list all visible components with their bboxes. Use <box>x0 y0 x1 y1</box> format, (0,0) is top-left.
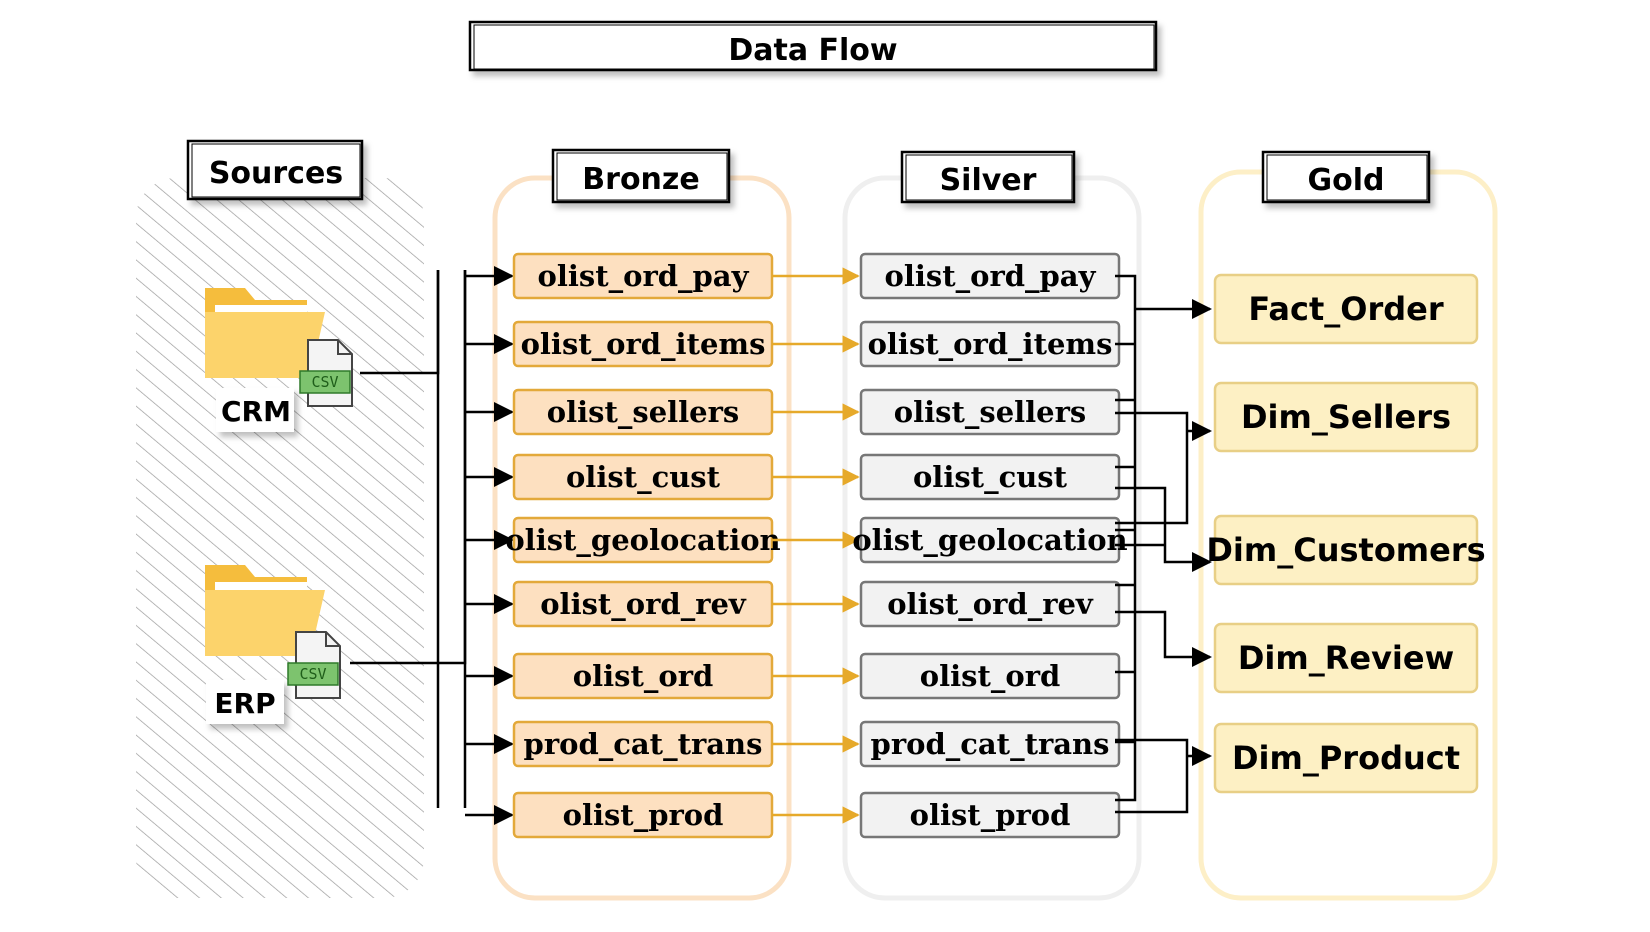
bronze-table-label: olist_ord <box>573 659 714 693</box>
sources-header-label: Sources <box>209 156 343 191</box>
gold-header-label: Gold <box>1308 163 1385 198</box>
gold-table-dim-review[interactable]: Dim_Review <box>1213 622 1479 694</box>
gold-table-label: Dim_Sellers <box>1241 398 1451 436</box>
bronze-header: Bronze <box>551 148 731 204</box>
page-title: Data Flow <box>728 33 897 68</box>
bronze-table-olist-ord-items[interactable]: olist_ord_items <box>512 320 774 368</box>
bronze-table-olist-ord-pay[interactable]: olist_ord_pay <box>512 252 774 300</box>
silver-table-prod-cat-trans[interactable]: prod_cat_trans <box>859 720 1121 768</box>
bronze-table-label: olist_ord_rev <box>540 587 747 621</box>
source-connectors <box>350 266 514 825</box>
silver-header: Silver <box>900 150 1076 204</box>
gold-table-label: Fact_Order <box>1248 290 1443 328</box>
silver-table-olist-geolocation[interactable]: olist_geolocation <box>852 516 1128 564</box>
silver-table-olist-ord[interactable]: olist_ord <box>859 652 1121 700</box>
bronze-table-label: prod_cat_trans <box>524 727 763 761</box>
bronze-table-label: olist_prod <box>563 798 724 832</box>
bronze-table-olist-prod[interactable]: olist_prod <box>512 791 774 839</box>
sources-panel <box>136 178 424 898</box>
silver-table-label: olist_ord_pay <box>885 259 1097 293</box>
bronze-table-olist-ord[interactable]: olist_ord <box>512 652 774 700</box>
folder-icon <box>205 565 325 656</box>
bronze-table-label: olist_geolocation <box>505 523 780 557</box>
silver-table-label: olist_prod <box>910 798 1071 832</box>
bronze-table-label: olist_sellers <box>547 395 739 429</box>
gold-table-fact-order[interactable]: Fact_Order <box>1213 273 1479 345</box>
csv-file-icon: CSV <box>287 631 341 699</box>
gold-header: Gold <box>1261 150 1431 204</box>
csv-badge: CSV <box>311 373 338 391</box>
source-crm: CSV CRM <box>205 288 353 432</box>
silver-table-label: olist_geolocation <box>852 523 1127 557</box>
bronze-to-silver-arrows <box>772 267 860 824</box>
bronze-table-olist-ord-rev[interactable]: olist_ord_rev <box>512 580 774 628</box>
gold-table-dim-sellers[interactable]: Dim_Sellers <box>1213 381 1479 453</box>
silver-table-label: olist_ord_rev <box>887 587 1094 621</box>
bronze-table-prod-cat-trans[interactable]: prod_cat_trans <box>512 720 774 768</box>
silver-table-label: olist_ord <box>920 659 1061 693</box>
silver-table-label: olist_cust <box>913 460 1068 494</box>
silver-header-label: Silver <box>940 163 1037 198</box>
bronze-table-label: olist_ord_pay <box>538 259 750 293</box>
bronze-table-label: olist_ord_items <box>521 327 766 361</box>
silver-tables: olist_ord_pay olist_ord_items olist_seller… <box>852 252 1128 839</box>
silver-table-olist-prod[interactable]: olist_prod <box>859 791 1121 839</box>
bronze-header-label: Bronze <box>582 162 699 197</box>
bronze-tables: olist_ord_pay olist_ord_items olist_seller… <box>505 252 781 839</box>
silver-table-olist-ord-rev[interactable]: olist_ord_rev <box>859 580 1121 628</box>
silver-table-olist-ord-pay[interactable]: olist_ord_pay <box>859 252 1121 300</box>
gold-table-label: Dim_Customers <box>1206 531 1485 569</box>
source-erp: CSV ERP <box>205 565 341 724</box>
source-label-crm: CRM <box>221 395 291 428</box>
gold-tables: Fact_OrderDim_SellersDim_CustomersDim_Re… <box>1206 273 1486 794</box>
silver-table-label: olist_ord_items <box>868 327 1113 361</box>
source-label-erp: ERP <box>214 687 275 720</box>
csv-badge: CSV <box>299 665 326 683</box>
silver-to-gold-connectors <box>1115 274 1212 814</box>
silver-table-label: prod_cat_trans <box>871 727 1110 761</box>
silver-table-label: olist_sellers <box>894 395 1086 429</box>
silver-table-olist-sellers[interactable]: olist_sellers <box>859 388 1121 436</box>
bronze-table-label: olist_cust <box>566 460 721 494</box>
title-banner: Data Flow <box>468 20 1158 72</box>
bronze-table-olist-sellers[interactable]: olist_sellers <box>512 388 774 436</box>
gold-table-label: Dim_Product <box>1232 739 1460 777</box>
bronze-table-olist-geolocation[interactable]: olist_geolocation <box>505 516 781 564</box>
silver-table-olist-cust[interactable]: olist_cust <box>859 453 1121 501</box>
sources-header: Sources <box>186 139 364 201</box>
folder-icon <box>205 288 325 378</box>
gold-table-dim-customers[interactable]: Dim_Customers <box>1206 514 1486 586</box>
gold-table-dim-product[interactable]: Dim_Product <box>1213 722 1479 794</box>
silver-table-olist-ord-items[interactable]: olist_ord_items <box>859 320 1121 368</box>
bronze-table-olist-cust[interactable]: olist_cust <box>512 453 774 501</box>
csv-file-icon: CSV <box>299 339 353 407</box>
gold-table-label: Dim_Review <box>1238 639 1454 677</box>
